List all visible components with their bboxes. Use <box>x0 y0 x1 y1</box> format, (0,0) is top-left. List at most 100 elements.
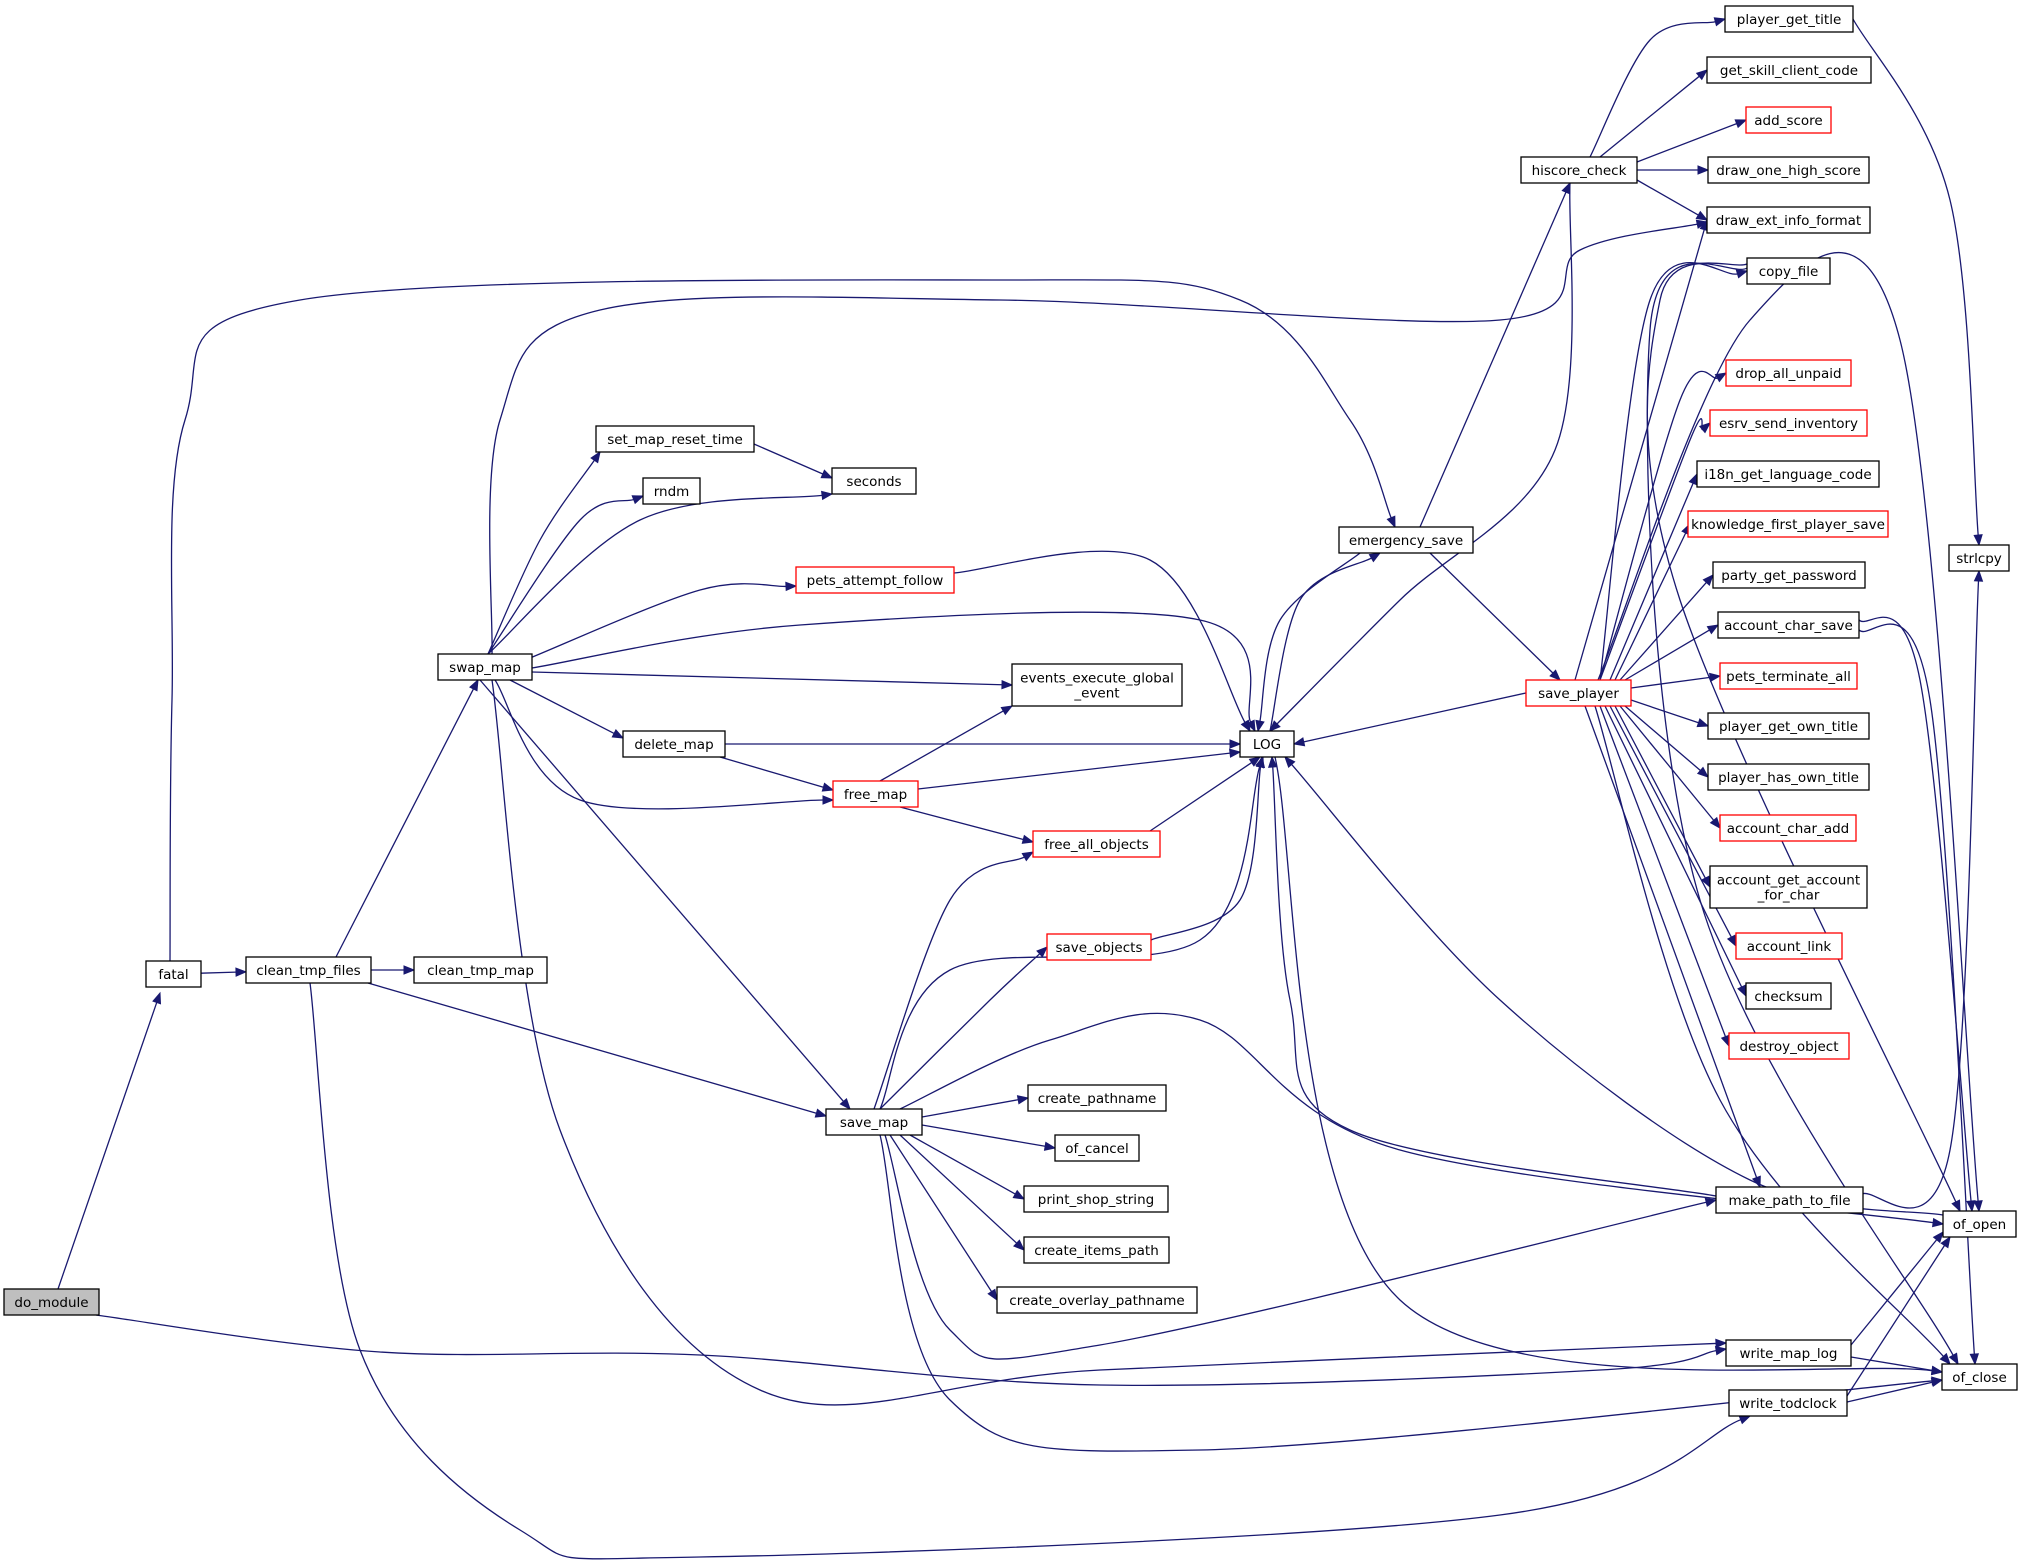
node-label: clean_tmp_map <box>427 963 534 979</box>
arrowhead-icon <box>403 965 416 975</box>
arrowhead-icon <box>235 967 248 977</box>
node-box <box>595 425 755 453</box>
node-account_char_add[interactable]: account_char_add <box>1719 814 1857 842</box>
node-label: add_score <box>1754 113 1822 129</box>
node-i18n_get_language_code[interactable]: i18n_get_language_code <box>1696 460 1880 488</box>
node-create_items_path[interactable]: create_items_path <box>1023 1236 1170 1264</box>
call-edge-line <box>1594 705 1944 1357</box>
node-player_has_own_title[interactable]: player_has_own_title <box>1707 763 1870 791</box>
node-seconds[interactable]: seconds <box>831 467 917 495</box>
node-box <box>1696 460 1880 488</box>
node-pets_attempt_follow[interactable]: pets_attempt_follow <box>795 566 955 594</box>
node-rndm[interactable]: rndm <box>642 477 701 505</box>
call-edge-hiscore_check-to-draw_ext_info_format <box>1636 179 1709 221</box>
arrowhead-icon <box>611 729 625 739</box>
node-knowledge_first_player_save[interactable]: knowledge_first_player_save <box>1687 510 1889 538</box>
arrowhead-icon <box>1973 1200 1983 1213</box>
arrowhead-icon <box>1969 1353 1980 1366</box>
call-edge-save_map-to-create_items_path <box>899 1134 1025 1251</box>
call-edge-line <box>1861 580 1980 1209</box>
node-label: create_items_path <box>1034 1243 1159 1259</box>
arrowhead-icon <box>631 495 645 505</box>
call-edge-save_player-to-pets_terminate_all <box>1630 672 1722 689</box>
node-player_get_title[interactable]: player_get_title <box>1724 5 1854 33</box>
call-edge-line <box>1597 251 1979 1202</box>
call-edge-copy_file-to-of_open <box>1646 262 1961 1213</box>
node-player_get_own_title[interactable]: player_get_own_title <box>1707 712 1870 740</box>
node-strlcpy[interactable]: strlcpy <box>1948 544 2010 572</box>
node-write_map_log[interactable]: write_map_log <box>1725 1339 1852 1367</box>
call-edge-line <box>1846 1381 1933 1403</box>
call-edge-line <box>1303 692 1527 743</box>
arrowhead-icon <box>1713 17 1727 27</box>
node-label: free_all_objects <box>1044 837 1149 853</box>
node-box <box>1046 933 1152 961</box>
call-edge-line <box>489 223 1698 655</box>
node-label: of_close <box>1952 1370 2007 1386</box>
node-make_path_to_file[interactable]: make_path_to_file <box>1715 1186 1864 1214</box>
node-label: print_shop_string <box>1038 1192 1154 1208</box>
node-of_open[interactable]: of_open <box>1942 1210 2017 1238</box>
arrowhead-icon <box>1021 834 1035 844</box>
node-emergency_save[interactable]: emergency_save <box>1338 526 1474 554</box>
node-party_get_password[interactable]: party_get_password <box>1712 561 1866 589</box>
node-delete_map[interactable]: delete_map <box>622 730 726 758</box>
node-draw_one_high_score[interactable]: draw_one_high_score <box>1707 156 1870 184</box>
node-checksum[interactable]: checksum <box>1745 982 1832 1010</box>
node-box <box>1717 611 1860 639</box>
node-box <box>1054 1134 1140 1162</box>
node-print_shop_string[interactable]: print_shop_string <box>1023 1185 1169 1213</box>
node-draw_ext_info_format[interactable]: draw_ext_info_format <box>1706 206 1871 234</box>
node-account_get_account_for_char[interactable]: account_get_account_for_char <box>1709 865 1868 909</box>
arrowhead-icon <box>1695 69 1709 81</box>
call-edge-save_player-to-player_has_own_title <box>1624 705 1710 778</box>
node-account_link[interactable]: account_link <box>1735 932 1843 960</box>
node-pets_terminate_all[interactable]: pets_terminate_all <box>1719 662 1858 690</box>
call-edge-line <box>1624 629 1710 681</box>
node-clean_tmp_map[interactable]: clean_tmp_map <box>413 956 548 984</box>
node-add_score[interactable]: add_score <box>1745 106 1832 134</box>
call-edge-swap_map-to-delete_map <box>509 679 625 739</box>
arrowhead-icon <box>1704 1197 1718 1208</box>
node-save_player[interactable]: save_player <box>1525 679 1632 707</box>
call-edge-clean_tmp_files-to-swap_map <box>335 678 479 958</box>
node-save_map[interactable]: save_map <box>825 1108 923 1136</box>
node-destroy_object[interactable]: destroy_object <box>1728 1032 1850 1060</box>
node-copy_file[interactable]: copy_file <box>1746 257 1831 285</box>
node-of_cancel[interactable]: of_cancel <box>1054 1134 1140 1162</box>
node-set_map_reset_time[interactable]: set_map_reset_time <box>595 425 755 453</box>
node-label: draw_ext_info_format <box>1716 213 1861 229</box>
call-edge-account_char_save-to-of_close <box>1858 623 1980 1366</box>
arrowhead-icon <box>1561 181 1571 195</box>
node-label: of_open <box>1953 1217 2006 1233</box>
node-hiscore_check[interactable]: hiscore_check <box>1520 156 1638 184</box>
node-LOG[interactable]: LOG <box>1239 730 1295 758</box>
node-create_pathname[interactable]: create_pathname <box>1027 1084 1167 1112</box>
node-clean_tmp_files[interactable]: clean_tmp_files <box>245 956 372 984</box>
call-edge-account_char_save-to-of_open <box>1858 616 1976 1213</box>
call-edge-save_player-to-drop_all_unpaid <box>1599 370 1728 681</box>
node-get_skill_client_code[interactable]: get_skill_client_code <box>1706 56 1872 84</box>
call-edge-LOG-to-of_close <box>1274 756 1944 1376</box>
node-drop_all_unpaid[interactable]: drop_all_unpaid <box>1725 359 1852 387</box>
node-write_todclock[interactable]: write_todclock <box>1728 1389 1848 1417</box>
node-of_close[interactable]: of_close <box>1941 1363 2018 1391</box>
node-events_execute_global_event[interactable]: events_execute_global_event <box>1011 663 1183 707</box>
arrowhead-icon <box>1738 1415 1752 1425</box>
call-edge-line <box>57 1002 158 1290</box>
node-swap_map[interactable]: swap_map <box>437 653 533 681</box>
arrowhead-icon <box>1016 1095 1030 1105</box>
node-esrv_send_inventory[interactable]: esrv_send_inventory <box>1709 409 1868 437</box>
node-fatal[interactable]: fatal <box>145 960 202 988</box>
call-edge-line <box>884 1134 1707 1360</box>
node-create_overlay_pathname[interactable]: create_overlay_pathname <box>996 1286 1198 1314</box>
arrowhead-icon <box>821 490 834 501</box>
node-free_map[interactable]: free_map <box>832 780 919 808</box>
node-box <box>1707 763 1870 791</box>
node-free_all_objects[interactable]: free_all_objects <box>1032 830 1161 858</box>
call-edge-delete_map-to-LOG <box>725 739 1242 749</box>
node-save_objects[interactable]: save_objects <box>1046 933 1152 961</box>
call-edge-save_map-to-save_objects <box>879 946 1048 1110</box>
node-account_char_save[interactable]: account_char_save <box>1717 611 1860 639</box>
